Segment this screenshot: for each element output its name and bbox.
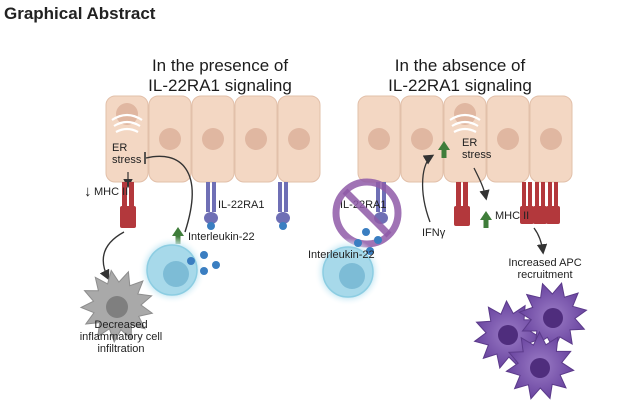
up-arrow-icon xyxy=(480,211,492,228)
apc-cell-cluster xyxy=(473,281,588,400)
down-arrow-icon: ↓ xyxy=(84,183,92,200)
left-cytokine-dots xyxy=(187,251,220,275)
up-arrow-icon xyxy=(172,227,184,244)
ifn-arrow xyxy=(421,154,435,223)
left-immune-cell xyxy=(138,236,206,304)
left-il22ra1-receptor xyxy=(204,182,218,230)
right-downstream-arrow xyxy=(533,227,548,255)
nucleus xyxy=(368,128,390,150)
right-panel-title: In the absence of IL-22RA1 signaling xyxy=(360,56,560,96)
graphical-abstract-heading: Graphical Abstract xyxy=(4,4,156,23)
right-cytokine-dots xyxy=(354,228,382,255)
right-mhc-receptor xyxy=(454,182,470,226)
er-membrane-icon xyxy=(449,113,481,133)
right-er-to-mhc-arrow xyxy=(473,167,490,201)
nucleus xyxy=(288,128,310,150)
er-membrane-icon xyxy=(111,113,143,133)
nucleus xyxy=(497,128,519,150)
nucleus xyxy=(202,128,224,150)
left-il22ra1-receptor-2 xyxy=(276,182,290,230)
right-immune-cell xyxy=(314,238,382,306)
left-panel-title: In the presence of IL-22RA1 signaling xyxy=(120,56,320,96)
left-receptor-label: IL-22RA1 xyxy=(218,199,264,211)
up-arrow-icon xyxy=(438,141,450,158)
left-title-line-2: IL-22RA1 signaling xyxy=(148,76,292,95)
left-cytokine-label: Interleukin-22 xyxy=(188,231,255,243)
right-mhc-label: MHC II xyxy=(495,210,529,222)
left-downstream-arrow xyxy=(99,231,125,281)
nucleus xyxy=(245,128,267,150)
left-mhc-label: MHC II xyxy=(94,186,128,198)
right-mhc-receptor-cluster xyxy=(520,182,560,224)
nucleus xyxy=(540,128,562,150)
ifn-gamma-label: IFNγ xyxy=(422,227,446,239)
right-title-line-2: IL-22RA1 signaling xyxy=(388,76,532,95)
left-mhc-receptor xyxy=(120,182,136,228)
inflammatory-cell xyxy=(79,269,154,344)
nucleus xyxy=(159,128,181,150)
right-title-line-1: In the absence of xyxy=(394,56,526,75)
left-epithelial-layer xyxy=(105,95,321,183)
nucleus xyxy=(411,128,433,150)
left-title-line-1: In the presence of xyxy=(151,56,289,75)
left-inhibition-curve xyxy=(145,155,193,233)
right-cytokine-label: Interleukin-22 xyxy=(308,249,375,261)
